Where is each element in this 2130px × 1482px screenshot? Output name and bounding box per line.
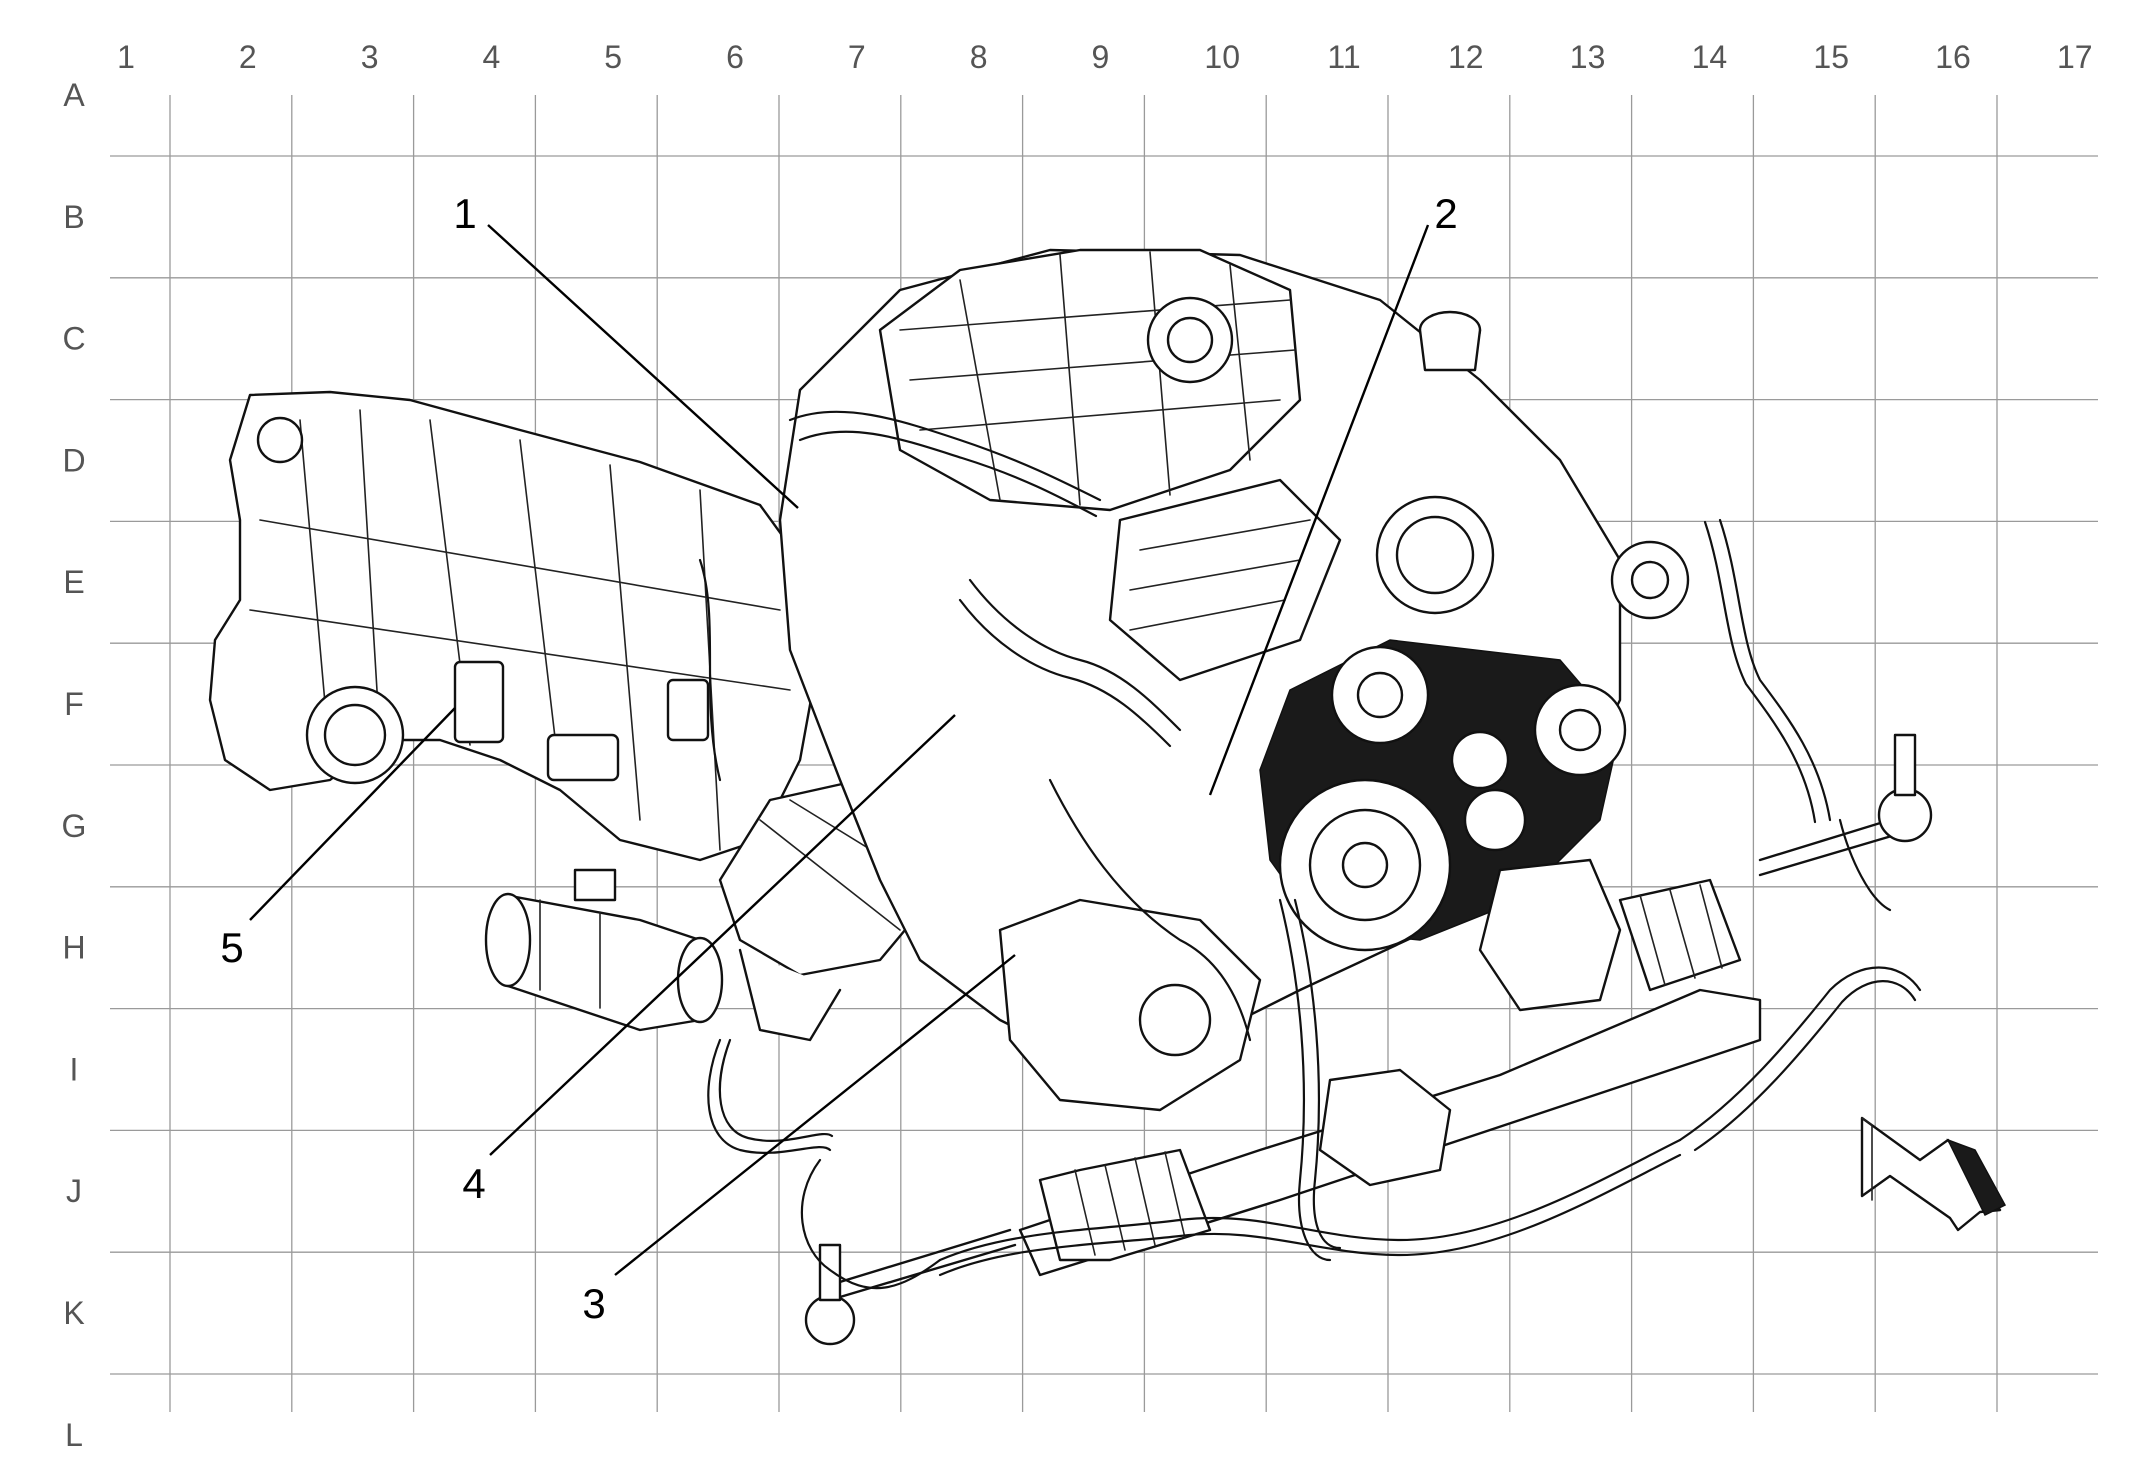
grid-column-label: 2 [239,39,257,75]
grid-column-label: 15 [1813,39,1849,75]
leader-line-4 [489,714,956,1156]
oil-pan [998,898,1262,1112]
grid-column-label: 17 [2057,39,2093,75]
accessory-drive [1259,540,1690,952]
grid-row-label: L [65,1417,83,1453]
grid-row-label: E [63,564,84,600]
grid-row-label: C [62,321,85,357]
grid-column-label: 14 [1692,39,1728,75]
grid-column-label: 6 [726,39,744,75]
grid-column-label: 5 [604,39,622,75]
grid-row-label: I [70,1051,79,1087]
grid-row-labels: A B C D E F G H I J K L [62,77,87,1453]
grid-row-label: A [63,77,85,113]
callout-2: 2 [1434,190,1457,237]
engine-transmission-illustration [208,248,2007,1346]
grid-column-label: 1 [117,39,135,75]
grid-row-label: H [62,930,85,966]
callout-labels: 1 2 3 4 5 [220,190,1457,1327]
transmission-assembly [208,390,822,862]
grid-column-label: 7 [848,39,866,75]
steering-gear [804,733,1933,1346]
grid-column-label: 3 [361,39,379,75]
callout-3: 3 [582,1280,605,1327]
grid-column-label: 12 [1448,39,1484,75]
grid-column-label: 9 [1092,39,1110,75]
grid-row-label: F [64,686,84,722]
leader-line-1 [487,224,799,509]
leader-line-2 [1208,224,1430,796]
callout-4: 4 [462,1160,485,1207]
wiring-harness [698,410,1922,1290]
grid-row-label: G [62,808,87,844]
front-direction-arrow-icon [1860,1116,2007,1232]
callout-1: 1 [453,190,476,237]
leader-line-5 [249,707,456,921]
starter-motor [484,868,724,1032]
grid-column-label: 10 [1204,39,1240,75]
grid-row-label: B [63,199,84,235]
leader-line-3 [614,954,1016,1276]
callout-leader-lines [249,224,1430,1276]
grid-row-label: D [62,442,85,478]
grid-column-label: 8 [970,39,988,75]
grid-column-label: 11 [1327,39,1360,75]
grid-column-label: 13 [1570,39,1606,75]
grid-row-label: K [63,1295,84,1331]
callout-5: 5 [220,924,243,971]
grid-column-label: 4 [483,39,501,75]
grid-column-label: 16 [1935,39,1971,75]
grid-row-label: J [66,1173,82,1209]
